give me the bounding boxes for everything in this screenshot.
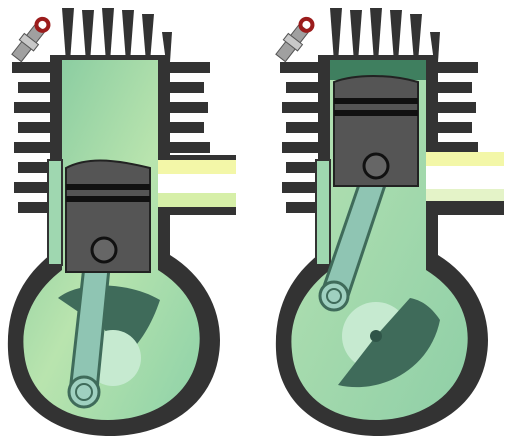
exhaust-port: [158, 160, 236, 174]
piston-icon: [66, 161, 150, 273]
spark-plug-icon: [10, 15, 54, 64]
right-engine: [274, 8, 504, 436]
piston-icon: [334, 76, 418, 186]
spark-plug-icon: [274, 15, 318, 64]
transfer-port: [158, 193, 236, 207]
left-engine: [8, 8, 236, 436]
transfer-port: [426, 189, 504, 201]
exhaust-port: [426, 152, 504, 166]
